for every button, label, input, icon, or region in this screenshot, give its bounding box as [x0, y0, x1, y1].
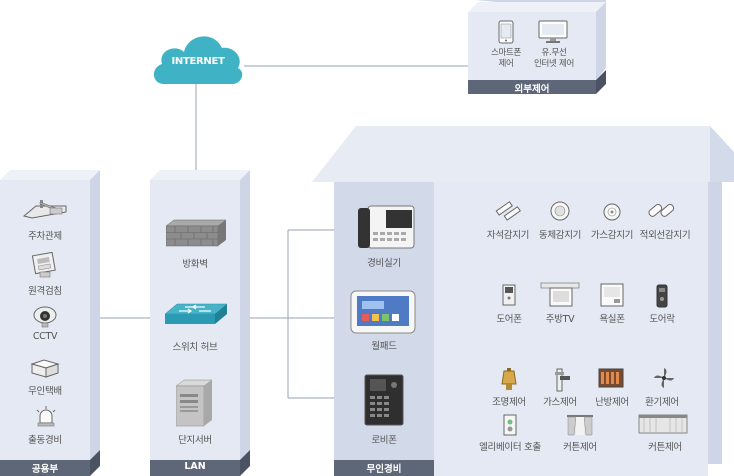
- misc-curtain-2: 커튼제어: [648, 442, 682, 453]
- kitchen-tv-icon: [540, 282, 580, 308]
- external-control-panel: 스마트폰 제어 유.무선 인터넷 제어 외부제어: [466, 0, 606, 96]
- guard-phone-icon: [356, 204, 416, 250]
- public-item-parcel: 무인택배: [28, 386, 62, 397]
- switch-hub-icon: [165, 302, 227, 330]
- wallpad-icon: [350, 290, 416, 334]
- motion-sensor-icon: [549, 200, 571, 222]
- meter-icon: [32, 252, 58, 278]
- ventilation-fan-icon: [652, 366, 676, 390]
- internet-label: INTERNET: [171, 56, 225, 67]
- smartphone-icon: [498, 20, 514, 44]
- infrared-sensor-icon: [648, 198, 678, 222]
- parcel-box-icon: [30, 358, 60, 378]
- bathroom-phone-icon: [600, 283, 624, 307]
- doorlock-icon: [655, 284, 669, 308]
- misc-curtain-1: 커튼제어: [563, 442, 597, 453]
- control-gas: 가스제어: [543, 397, 577, 408]
- control-lighting: 조명제어: [492, 397, 526, 408]
- home-device-lobby: 로비폰: [371, 435, 397, 446]
- ext-item-smartphone-line2: 제어: [498, 59, 514, 69]
- lan-item-server: 단지서버: [178, 435, 212, 446]
- home-title: 무인경비: [366, 464, 402, 475]
- curtain-blind-icon: [638, 414, 688, 434]
- public-item-meter: 원격검침: [28, 286, 62, 297]
- public-item-security: 출동경비: [28, 435, 62, 446]
- lan-item-switch-hub: 스위치 허브: [172, 342, 218, 353]
- curtain-icon: [566, 414, 594, 436]
- sensor-infrared: 적외선감지기: [639, 230, 691, 241]
- doorphone-icon: [502, 284, 516, 306]
- cloud-icon: [153, 36, 243, 84]
- sensor-magnetic: 자석감지기: [486, 230, 530, 241]
- ext-item-internet-line2: 인터넷 제어: [533, 59, 574, 69]
- lan-item-firewall: 방화벽: [182, 259, 208, 270]
- sensor-motion: 동체감지기: [538, 230, 582, 241]
- misc-elevator: 엘리베이터 호출: [479, 442, 541, 453]
- gas-sensor-icon: [602, 202, 622, 222]
- ext-item-internet-line1: 유.무선: [541, 48, 567, 58]
- sensor-gas: 가스감지기: [590, 230, 634, 241]
- lan-title: LAN: [184, 461, 206, 472]
- external-title: 외부제어: [514, 84, 550, 95]
- public-item-cctv: CCTV: [32, 331, 58, 342]
- firewall-icon: [166, 218, 226, 248]
- control-ventilation: 환기제어: [645, 397, 679, 408]
- home-device-guard: 경비실기: [367, 258, 401, 269]
- lighting-icon: [501, 368, 517, 392]
- server-icon: [176, 378, 212, 428]
- monitor-icon: [538, 20, 568, 44]
- public-item-parking: 주차관제: [28, 231, 62, 242]
- av-doorlock: 도어락: [649, 314, 675, 325]
- public-title: 공용부: [31, 464, 59, 475]
- parking-icon: [22, 198, 68, 220]
- av-bathroom-phone: 욕실폰: [599, 314, 625, 325]
- av-doorphone: 도어폰: [496, 314, 522, 325]
- control-heating: 난방제어: [595, 397, 629, 408]
- gas-valve-icon: [549, 368, 571, 392]
- ext-item-smartphone-line1: 스마트폰: [490, 48, 522, 58]
- lobby-phone-icon: [364, 374, 404, 426]
- magnetic-sensor-icon: [494, 198, 524, 222]
- av-kitchen-tv: 주방TV: [545, 314, 575, 325]
- heating-icon: [598, 368, 624, 388]
- internet-cloud: INTERNET: [150, 28, 246, 86]
- alarm-light-icon: [35, 405, 57, 427]
- cctv-icon: [32, 306, 58, 328]
- elevator-call-icon: [503, 414, 517, 436]
- home-device-wallpad: 월패드: [371, 341, 397, 352]
